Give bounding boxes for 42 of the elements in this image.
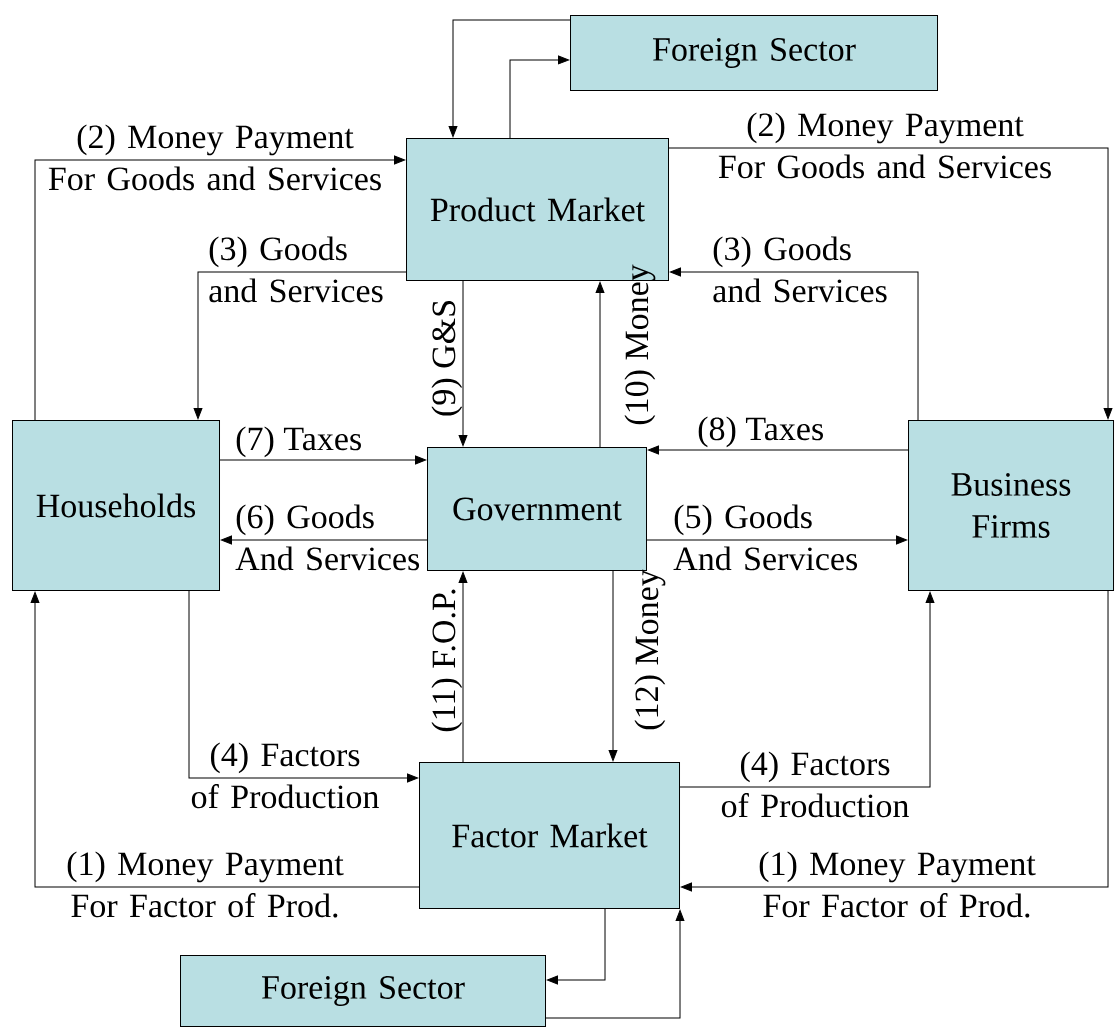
text-box: Households xyxy=(12,420,220,591)
text-box: Factor Market xyxy=(419,762,680,909)
arrow xyxy=(646,535,908,545)
text-box: Business Firms xyxy=(908,420,1114,591)
edge-label: (10) Money xyxy=(624,264,656,425)
edge-label: (4) Factors of Production xyxy=(191,742,379,809)
arrow xyxy=(30,591,420,888)
arrow xyxy=(546,908,606,985)
edge-label: (1) Money Payment For Factor of Prod. xyxy=(759,851,1036,918)
edge-label: (1) Money Payment For Factor of Prod. xyxy=(67,851,344,918)
arrow xyxy=(545,909,685,1019)
text-box: Government xyxy=(427,447,647,571)
arrow xyxy=(188,590,419,783)
edge-label: (6) Goods And Services xyxy=(235,504,420,571)
arrow xyxy=(34,155,406,421)
arrow xyxy=(448,19,571,138)
text-box: Foreign Sector xyxy=(570,15,938,91)
arrow xyxy=(608,570,618,762)
edge-label: (11) F.O.P. xyxy=(431,589,463,732)
edge-label: (12) Money xyxy=(634,569,666,730)
edge-label: (2) Money Payment For Goods and Services xyxy=(718,112,1051,179)
arrow xyxy=(458,571,468,763)
arrow xyxy=(219,455,427,465)
edge-label: (5) Goods And Services xyxy=(673,504,858,571)
edge-label: (8) Taxes xyxy=(698,416,823,448)
arrow xyxy=(220,535,428,545)
arrow xyxy=(647,445,909,455)
edge-label: (7) Taxes xyxy=(236,426,361,458)
edge-label: (4) Factors of Production xyxy=(721,751,909,818)
arrow xyxy=(193,271,407,420)
edge-label: (9) G&S xyxy=(431,301,463,416)
arrow xyxy=(679,591,935,788)
arrow xyxy=(595,281,605,448)
arrow xyxy=(680,590,1109,892)
edge-label: (2) Money Payment For Goods and Services xyxy=(48,124,381,191)
arrow xyxy=(458,280,468,447)
arrow xyxy=(669,267,919,421)
arrow xyxy=(668,147,1113,420)
edge-label: (3) Goods and Services xyxy=(713,236,887,303)
arrow xyxy=(509,55,570,139)
edge-label: (3) Goods and Services xyxy=(209,236,383,303)
text-box: Foreign Sector xyxy=(180,955,546,1027)
